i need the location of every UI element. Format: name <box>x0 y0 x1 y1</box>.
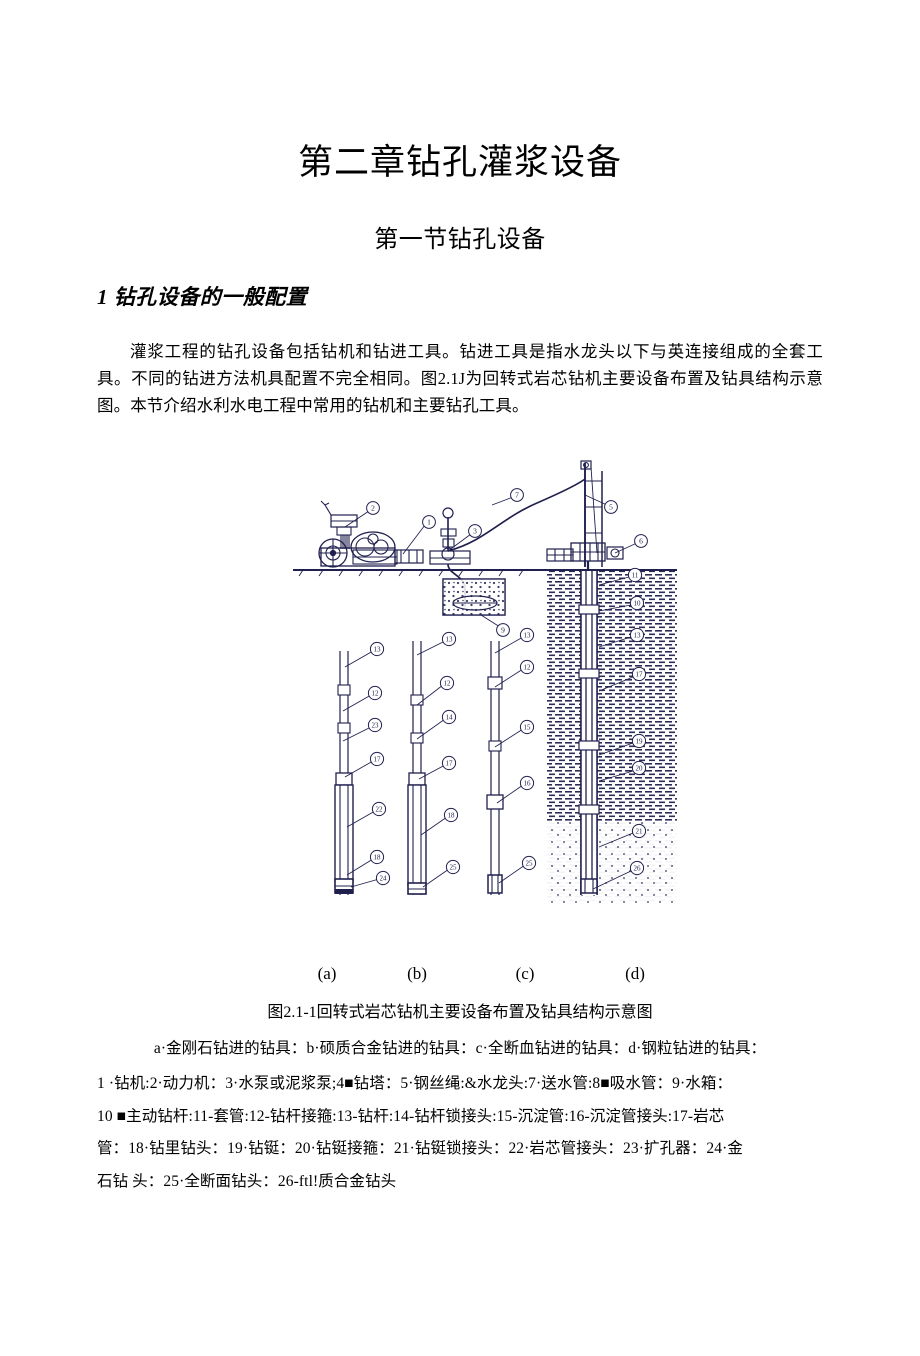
svg-text:2: 2 <box>371 504 375 513</box>
svg-text:12: 12 <box>444 680 452 688</box>
svg-text:1: 1 <box>427 518 431 527</box>
legend-line: 10 ■主动钻杆:11-套管:12-钻杆接箍:13-钻杆:14-钻杆锁接头:15… <box>97 1107 725 1125</box>
svg-text:12: 12 <box>524 664 532 672</box>
svg-text:18: 18 <box>448 812 456 820</box>
svg-text:11: 11 <box>632 572 639 580</box>
legend-line: 1 ·钻机:2·动力机：3·水泵或泥浆泵;4■钻塔：5·钢丝绳:&水龙头:7·送… <box>97 1075 733 1092</box>
subfigure-label-d: (d) <box>625 964 645 983</box>
figure-legend-heading: a·金刚石钻进的钻具：b·硕质合金钻进的钻具：c·全断血钻进的钻具：d·钢粒钻进… <box>153 1040 767 1057</box>
svg-text:21: 21 <box>636 828 644 836</box>
svg-text:22: 22 <box>376 806 384 814</box>
svg-text:5: 5 <box>609 503 613 512</box>
svg-text:15: 15 <box>524 724 532 732</box>
svg-text:26: 26 <box>634 865 642 873</box>
svg-text:6: 6 <box>639 537 643 546</box>
svg-text:20: 20 <box>636 765 644 773</box>
svg-text:17: 17 <box>446 760 454 768</box>
svg-text:17: 17 <box>374 756 382 764</box>
chapter-title: 第二章钻孔灌浆设备 <box>297 143 622 182</box>
svg-text:12: 12 <box>372 690 380 698</box>
figure-legend-body: 1 ·钻机:2·动力机：3·水泵或泥浆泵;4■钻塔：5·钢丝绳:&水龙头:7·送… <box>97 1068 829 1198</box>
legend-line: 管：18·钻里钻头：19·钻铤：20·钻铤接箍：21·钻铤锁接头：22·岩芯管接… <box>97 1140 743 1157</box>
svg-text:24: 24 <box>380 875 388 883</box>
figure-drilling-rig-diagram: 21 37 56 94 <box>285 455 685 955</box>
subfigure-label-c: (c) <box>515 964 535 983</box>
svg-text:13: 13 <box>374 646 382 654</box>
subfigure-label-a: (a) <box>317 964 337 983</box>
svg-text:13: 13 <box>634 632 642 640</box>
body-paragraph: 灌浆工程的钻孔设备包括钻机和钻进工具。钻进工具是指水龙头以下与英连接组成的全套工… <box>97 342 823 415</box>
svg-text:17: 17 <box>636 671 644 679</box>
svg-text:18: 18 <box>374 854 382 862</box>
svg-text:13: 13 <box>524 632 532 640</box>
subfigure-label-b: (b) <box>407 964 427 983</box>
svg-text:10: 10 <box>634 600 642 608</box>
svg-text:7: 7 <box>515 491 519 500</box>
svg-text:14: 14 <box>446 714 454 722</box>
figure-svg: 21 37 56 94 <box>293 460 677 903</box>
svg-text:25: 25 <box>450 864 458 872</box>
figure-caption: 图2.1-1回转式岩芯钻机主要设备布置及钻具结构示意图 <box>267 1004 653 1021</box>
section-title: 第一节钻孔设备 <box>374 227 546 253</box>
subsection-title: 1 钻孔设备的一般配置 <box>97 285 308 309</box>
svg-text:9: 9 <box>501 626 505 635</box>
svg-text:19: 19 <box>636 738 644 746</box>
svg-text:25: 25 <box>526 860 534 868</box>
svg-text:16: 16 <box>524 780 532 788</box>
svg-text:3: 3 <box>473 527 477 536</box>
svg-text:13: 13 <box>446 636 454 644</box>
subfigure-label-row: (a) (b) (c) (d) <box>285 963 685 989</box>
svg-text:23: 23 <box>372 722 380 730</box>
legend-line: 石钻 头：25·全断面钻头：26-ftl!质合金钻头 <box>97 1172 397 1190</box>
